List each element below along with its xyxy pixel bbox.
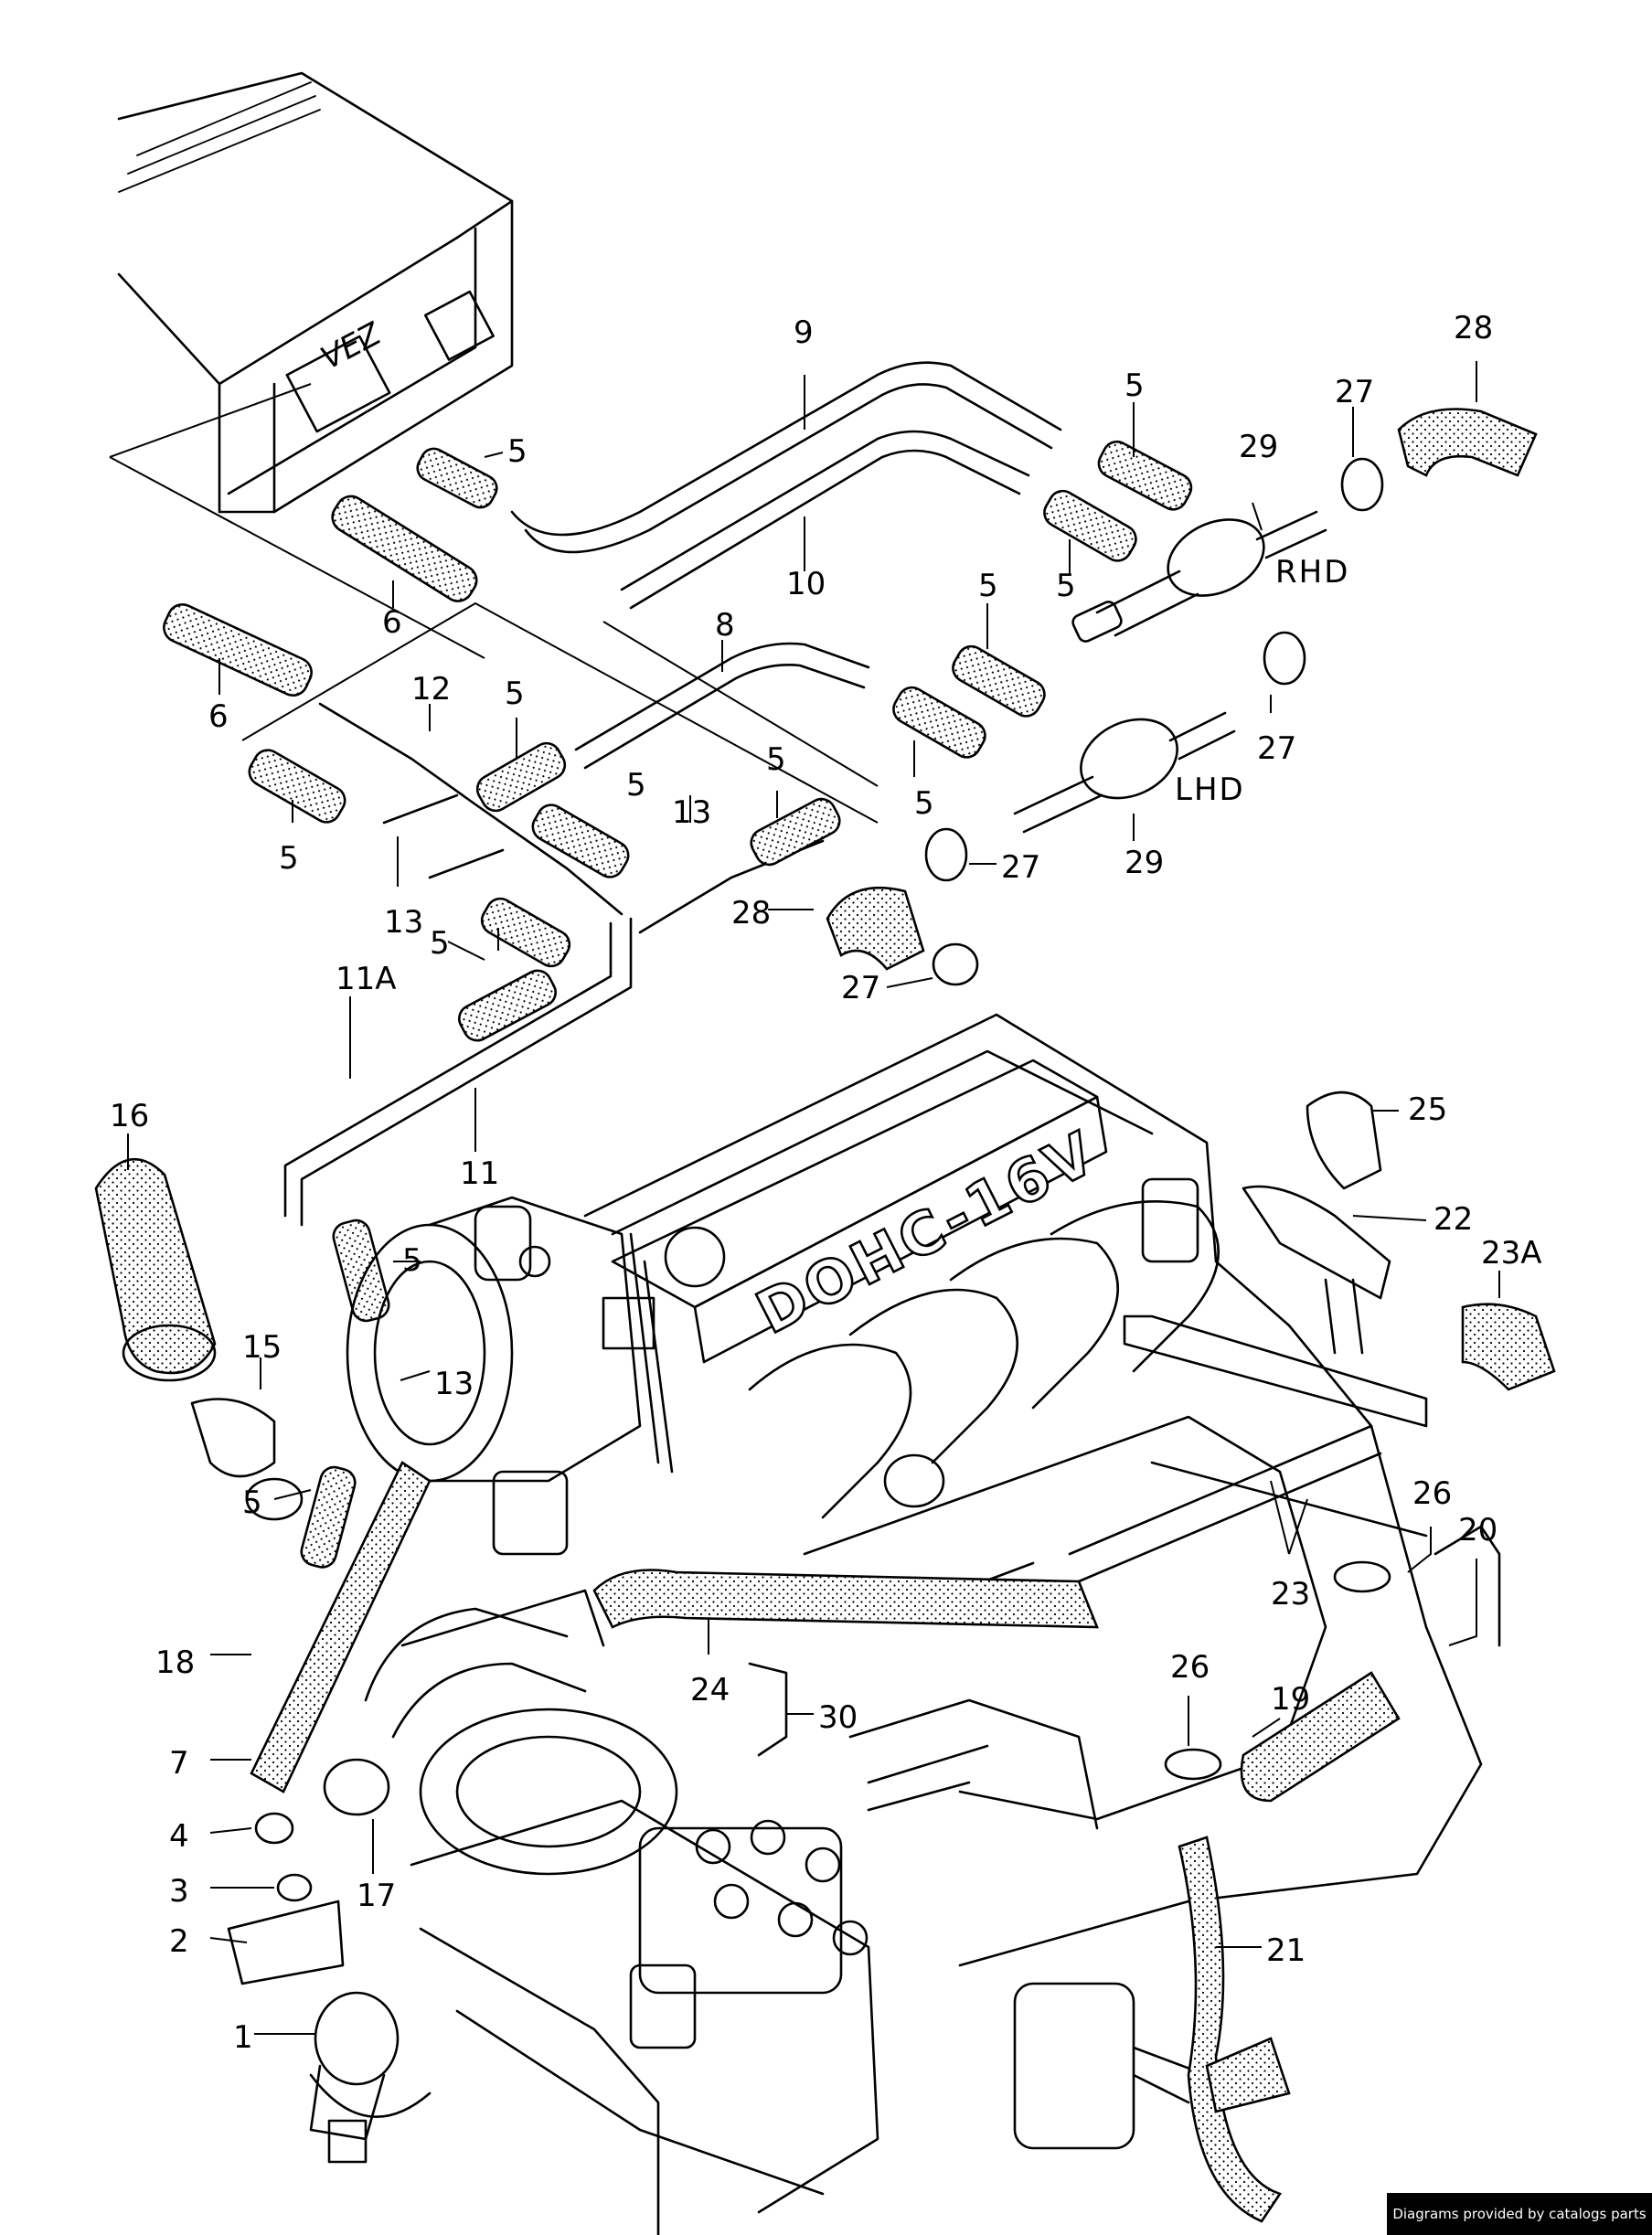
sensor-1 xyxy=(314,1991,400,2086)
callout-10: 10 xyxy=(786,566,826,602)
hose-7 xyxy=(250,1461,432,1793)
callout-18: 18 xyxy=(155,1644,195,1681)
callout-21: 21 xyxy=(1266,1932,1306,1969)
vacuum-valve-lhd xyxy=(1013,711,1236,834)
callout-15: 15 xyxy=(242,1329,282,1366)
cap-17 xyxy=(323,1758,390,1816)
clip-30 xyxy=(748,1662,788,1757)
callout-27: 27 xyxy=(1335,374,1374,410)
callout-5: 5 xyxy=(242,1485,262,1521)
callout-20: 20 xyxy=(1458,1512,1497,1549)
callout-27: 27 xyxy=(1257,730,1296,767)
callout-9: 9 xyxy=(794,314,814,351)
callout-12: 12 xyxy=(411,671,451,708)
callout-8: 8 xyxy=(715,607,735,644)
callout-23: 23 xyxy=(1271,1576,1310,1612)
callout-24: 24 xyxy=(690,1672,730,1708)
callout-27: 27 xyxy=(841,970,880,1006)
callout-5: 5 xyxy=(430,925,450,962)
elbow-hose-28 xyxy=(826,408,1538,971)
callout-5: 5 xyxy=(766,741,786,778)
callout-13: 13 xyxy=(434,1366,474,1402)
hose-16 xyxy=(94,1157,217,1375)
callout-25: 25 xyxy=(1408,1091,1447,1128)
callout-16: 16 xyxy=(110,1098,149,1134)
callout-22: 22 xyxy=(1434,1201,1473,1238)
callout-5: 5 xyxy=(402,1242,422,1279)
callout-6: 6 xyxy=(208,698,229,735)
grommet-4 xyxy=(254,1812,294,1845)
callout-11a: 11A xyxy=(336,961,397,997)
control-unit-vez: VEZ xyxy=(117,71,514,514)
callout-5: 5 xyxy=(1056,568,1076,604)
callout-13: 13 xyxy=(384,904,423,941)
callout-1: 1 xyxy=(233,2019,253,2056)
callout-3: 3 xyxy=(169,1873,189,1910)
vacuum-lines-upper xyxy=(109,361,1062,1227)
variant-rhd: RHD xyxy=(1275,554,1349,591)
hose-pieces-upper xyxy=(163,440,1193,1569)
callout-17: 17 xyxy=(357,1878,396,1914)
callout-2: 2 xyxy=(169,1923,189,1960)
callout-7: 7 xyxy=(169,1745,189,1782)
hose-23a xyxy=(1461,1303,1556,1391)
callout-4: 4 xyxy=(169,1818,189,1855)
washer-3 xyxy=(276,1873,313,1902)
callout-29: 29 xyxy=(1239,429,1278,465)
engine-assembly: DOHC-16V xyxy=(346,1013,1483,2235)
callout-27: 27 xyxy=(1001,849,1040,886)
bracket-2 xyxy=(227,1900,345,1985)
variant-lhd: LHD xyxy=(1175,772,1245,808)
credit-badge: Diagrams provided by catalogs parts xyxy=(1387,2193,1652,2235)
hose-19 xyxy=(1240,1671,1401,1803)
callout-19: 19 xyxy=(1271,1681,1310,1718)
callout-23a: 23A xyxy=(1481,1235,1542,1272)
callout-5: 5 xyxy=(1124,367,1145,404)
callout-5: 5 xyxy=(505,676,525,712)
callout-26: 26 xyxy=(1170,1649,1210,1686)
callout-5: 5 xyxy=(279,840,299,877)
callouts: 9 5 6 10 8 6 12 5 5 5 13 5 13 5 11A 11 5… xyxy=(110,310,1542,2056)
hose-24 xyxy=(592,1569,1099,1629)
vw-emblem-icon xyxy=(664,1226,726,1288)
callout-11: 11 xyxy=(460,1155,499,1192)
callout-26: 26 xyxy=(1412,1475,1452,1512)
bracket-25 xyxy=(1306,1091,1382,1190)
hoses-main xyxy=(94,1091,1556,2223)
fitting-20 xyxy=(1434,1525,1501,1647)
callout-28: 28 xyxy=(1454,310,1493,346)
valve-22 xyxy=(1242,1185,1391,1300)
hose-clamps xyxy=(924,457,1391,1781)
callout-5: 5 xyxy=(507,433,528,470)
hose-21 xyxy=(1178,1836,1283,2223)
leader-lines xyxy=(127,361,1500,2035)
callout-5: 5 xyxy=(626,767,646,804)
callout-13: 13 xyxy=(672,794,711,831)
callout-30: 30 xyxy=(818,1699,858,1736)
callout-6: 6 xyxy=(382,604,402,641)
callout-5: 5 xyxy=(978,568,998,604)
callout-5: 5 xyxy=(914,785,934,822)
callout-29: 29 xyxy=(1124,845,1164,881)
vacuum-valve-rhd xyxy=(1071,510,1327,643)
callout-28: 28 xyxy=(731,895,771,931)
